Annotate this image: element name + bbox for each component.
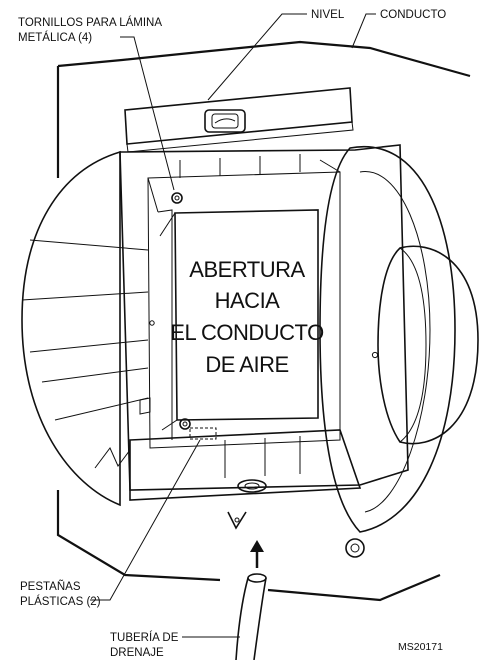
drain-pipe-label-line1: TUBERÍA DE [110,631,179,644]
screws-label-line2: METÁLICA (4) [18,31,92,44]
up-arrow-icon [250,540,264,552]
leader-lines [90,13,376,638]
drain-port [237,479,267,493]
opening-label-line3: EL CONDUCTO [170,320,324,345]
opening-label-line2: HACIA [215,288,281,313]
plastic-tabs-label-line1: PESTAÑAS [20,580,81,593]
air-duct-opening: ABERTURA HACIA EL CONDUCTO DE AIRE [159,209,325,431]
plastic-tab [189,427,217,440]
humidifier-housing [119,144,479,533]
level-label: NIVEL [311,9,345,21]
duct-wall [56,40,471,602]
mounting-screw [345,538,365,558]
screws-label-line1: TORNILLOS PARA LÁMINA [18,16,162,29]
plastic-tabs-label-line2: PLÁSTICAS (2) [20,595,101,608]
opening-label-line1: ABERTURA [189,257,305,282]
humidifier-left-side [21,150,149,507]
drain-pipe-label-line2: DRENAJE [110,647,164,659]
level [124,87,354,153]
figure-code: MS20171 [398,641,443,653]
opening-label-line4: DE AIRE [205,352,288,377]
callout-labels: TORNILLOS PARA LÁMINA METÁLICA (4) NIVEL… [18,9,446,659]
drain-pipe [235,540,267,660]
bottom-tray [94,427,365,558]
duct-label: CONDUCTO [380,9,446,21]
